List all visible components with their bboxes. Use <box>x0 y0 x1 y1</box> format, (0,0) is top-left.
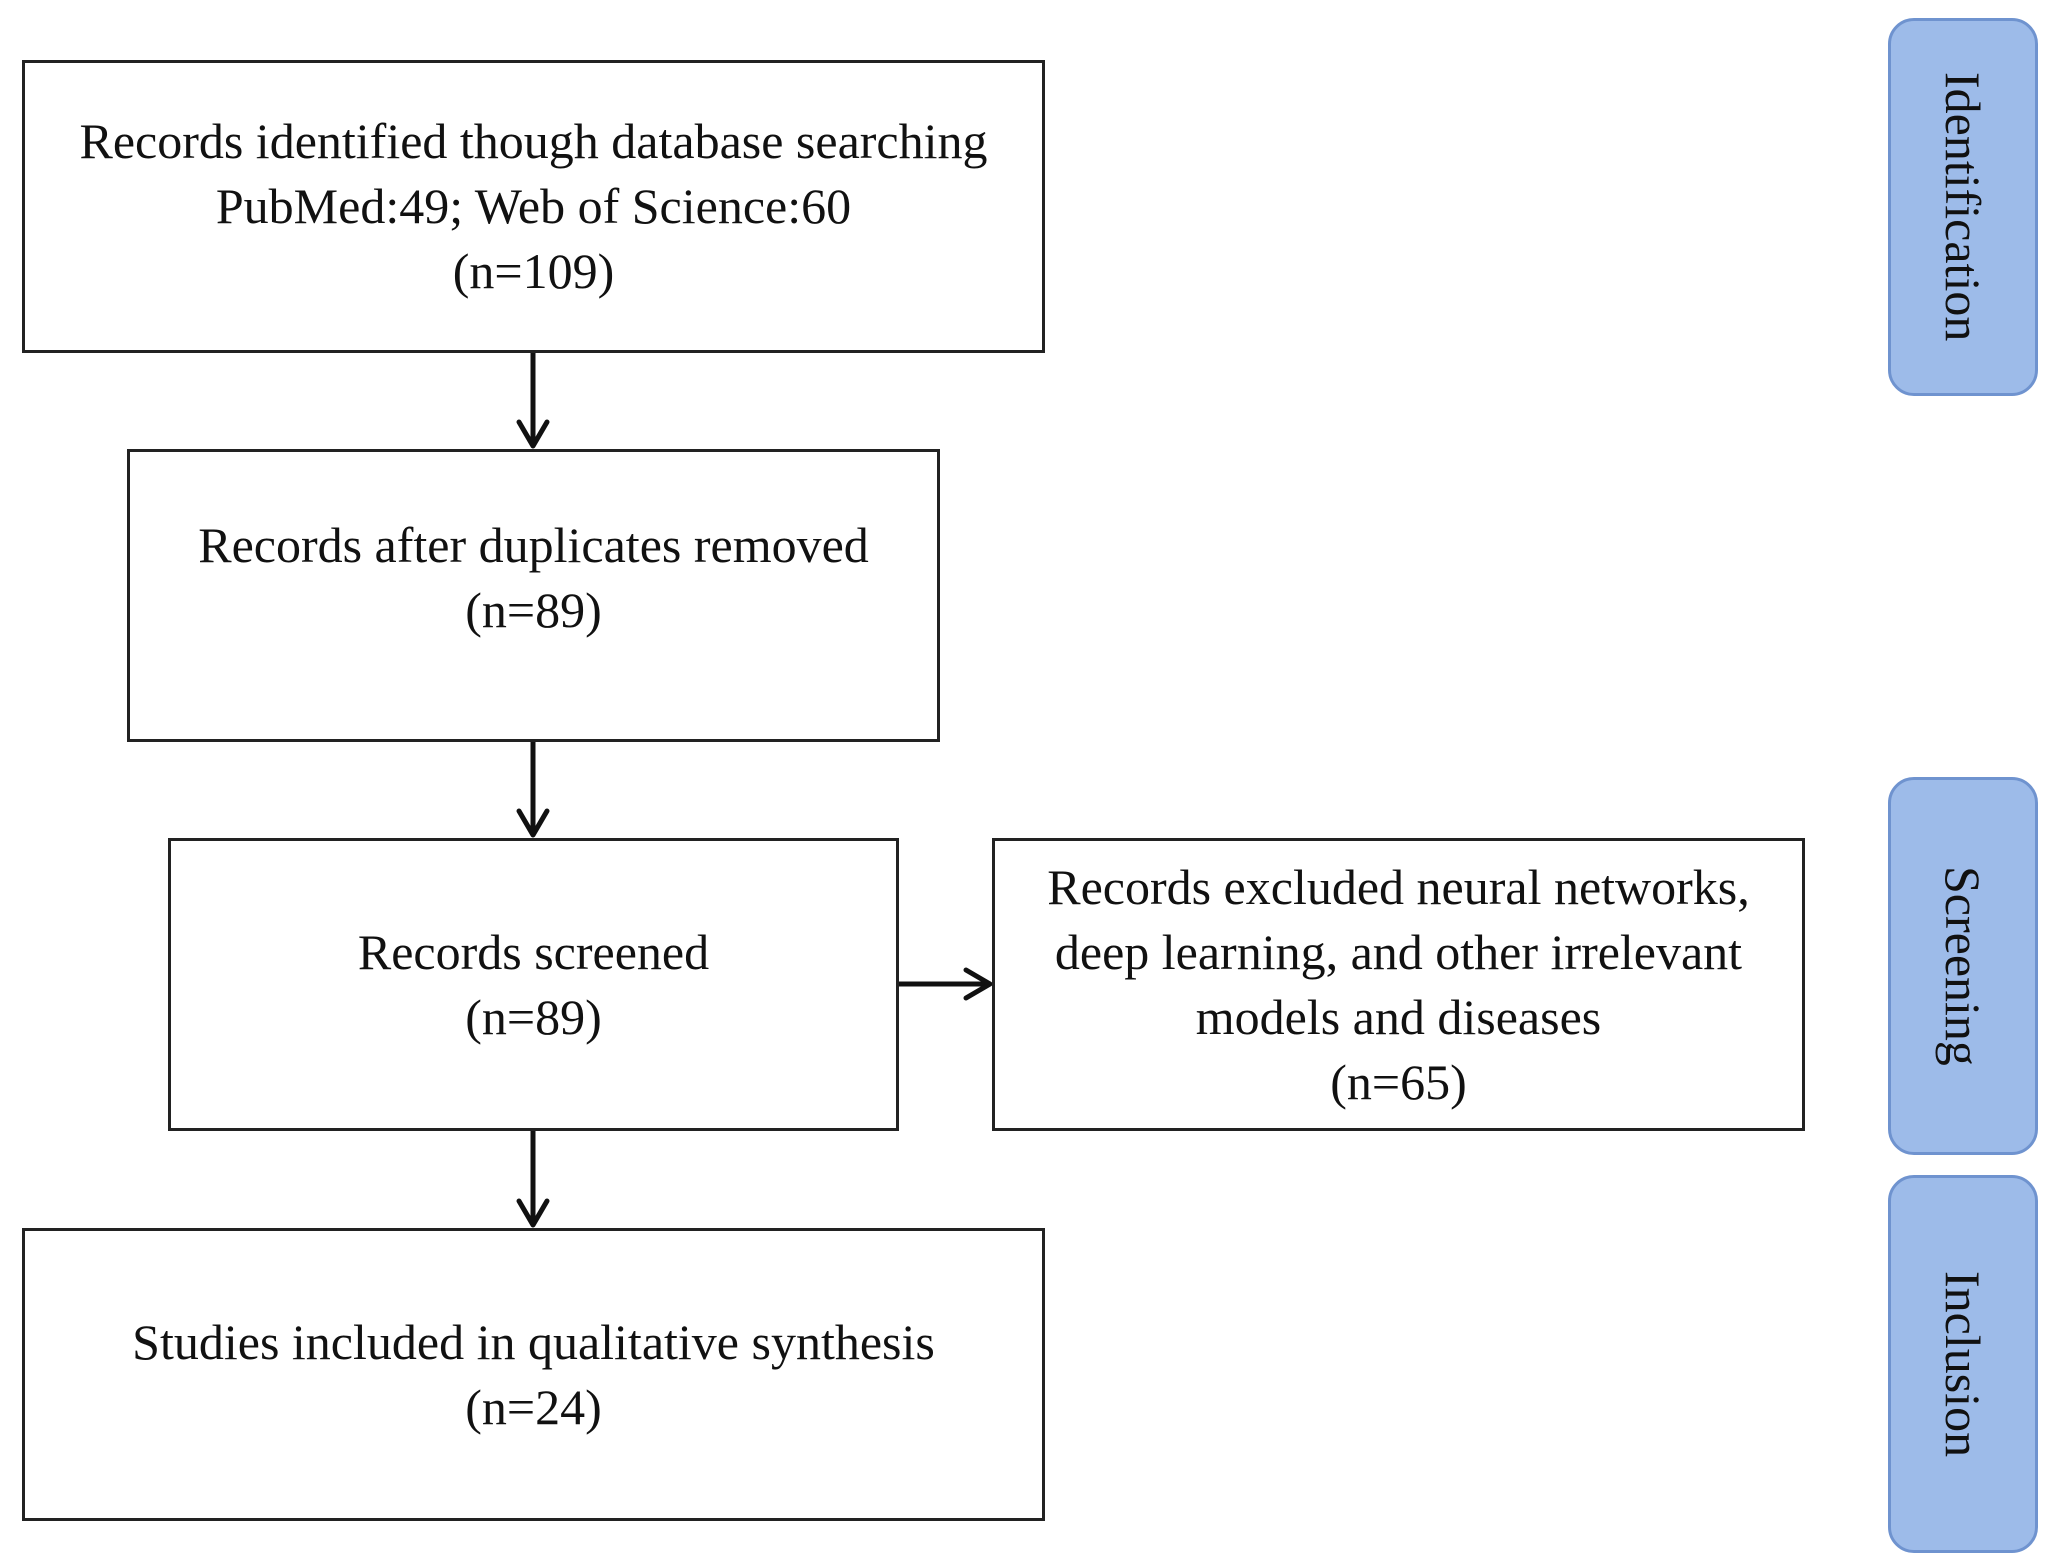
records-excluded-line-1: Records excluded neural networks, <box>1047 858 1750 915</box>
records-excluded-line-3: models and diseases <box>1195 988 1602 1045</box>
records-excluded-line-2: deep learning, and other irrelevant <box>1054 923 1743 980</box>
records-identified-count: (n=109) <box>452 243 615 299</box>
stage-inclusion-label: Inclusion <box>1935 1270 1991 1458</box>
stage-screening-label: Screening <box>1935 866 1991 1066</box>
records-screened-label: Records screened <box>357 923 710 980</box>
arrowhead-duplicates-to-screened <box>516 808 550 838</box>
studies-included-count: (n=24) <box>465 1378 602 1435</box>
studies-included-label: Studies included in qualitative synthesi… <box>132 1313 935 1370</box>
records-screened-count: (n=89) <box>465 988 602 1045</box>
records-identified-text: Records identified though database searc… <box>79 109 987 304</box>
arrowhead-screened-to-included <box>516 1198 550 1228</box>
stage-identification-label: Identification <box>1935 72 1991 342</box>
arrowhead-identified-to-duplicates <box>516 419 550 449</box>
stage-screening: Screening <box>1888 777 2038 1155</box>
arrowhead-screened-to-excluded <box>963 967 993 1001</box>
stage-identification: Identification <box>1888 18 2038 396</box>
records-identified-line-1: Records identified though database searc… <box>79 113 988 169</box>
records-screened-text: Records screened (n=89) <box>358 920 709 1050</box>
duplicates-removed-text: Records after duplicates removed (n=89) <box>198 513 869 643</box>
records-identified-line-2: PubMed:49; Web of Science:60 <box>215 178 852 234</box>
records-screened-box: Records screened (n=89) <box>168 838 899 1131</box>
duplicates-removed-box: Records after duplicates removed (n=89) <box>127 449 940 742</box>
duplicates-removed-label: Records after duplicates removed <box>198 516 869 573</box>
duplicates-removed-count: (n=89) <box>465 581 602 638</box>
stage-inclusion: Inclusion <box>1888 1175 2038 1553</box>
records-excluded-box: Records excluded neural networks, deep l… <box>992 838 1805 1131</box>
records-excluded-text: Records excluded neural networks, deep l… <box>1047 855 1750 1115</box>
records-identified-box: Records identified though database searc… <box>22 60 1045 353</box>
studies-included-box: Studies included in qualitative synthesi… <box>22 1228 1045 1521</box>
studies-included-text: Studies included in qualitative synthesi… <box>132 1310 935 1440</box>
records-excluded-count: (n=65) <box>1330 1053 1467 1110</box>
